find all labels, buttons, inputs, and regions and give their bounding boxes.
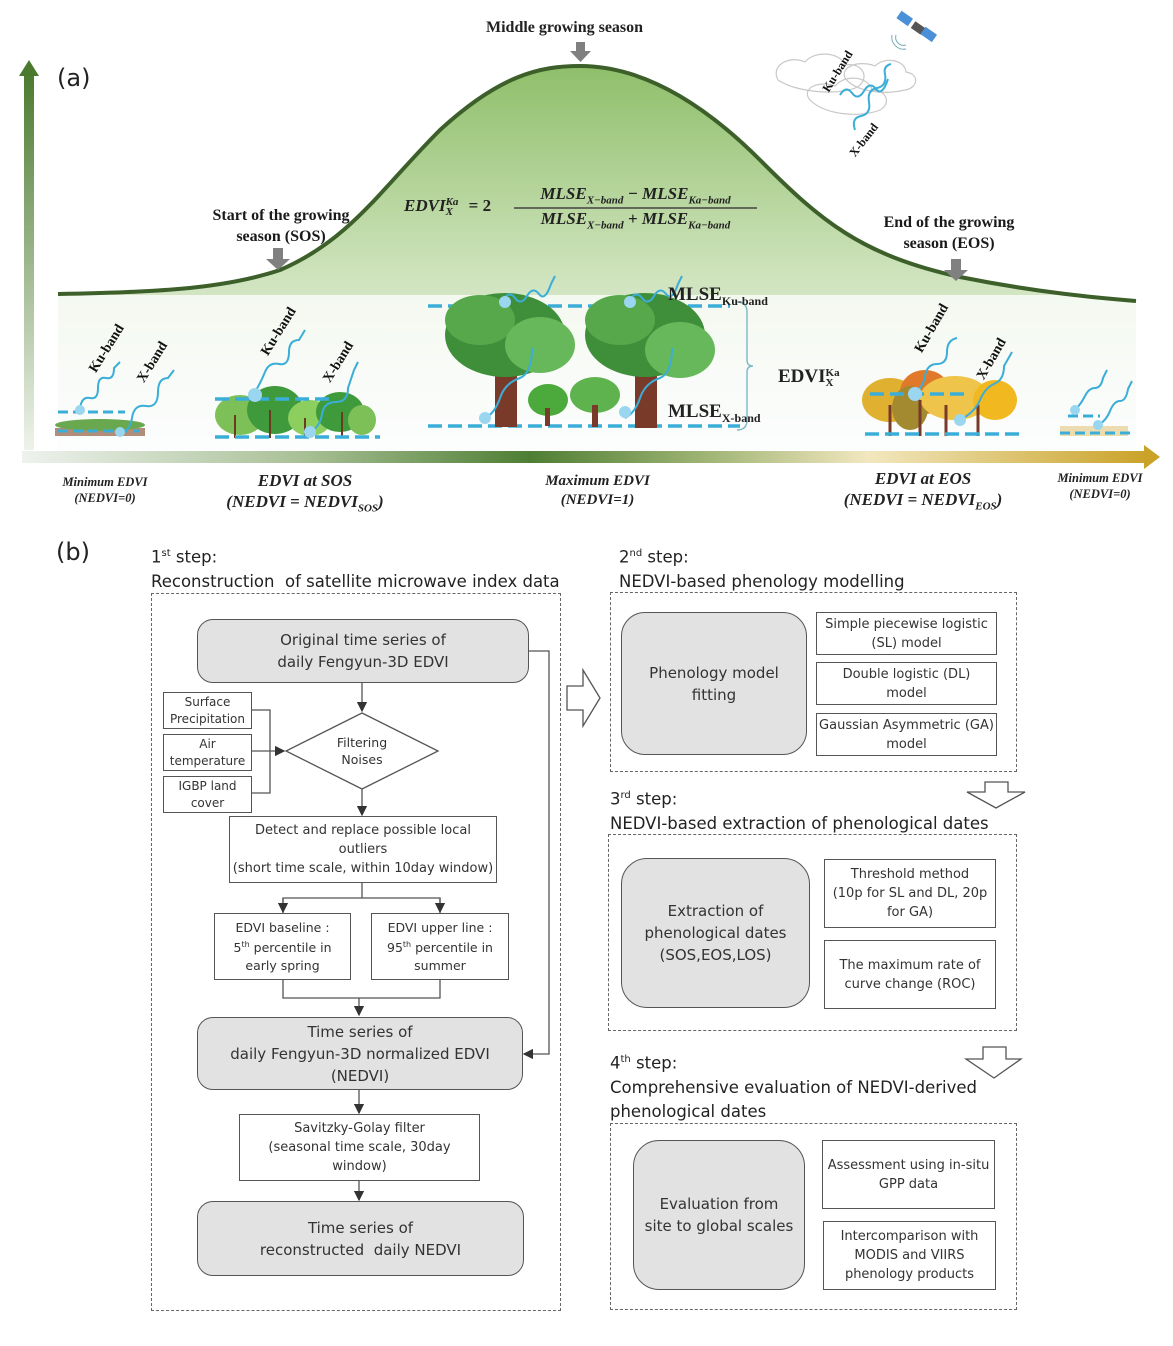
ku-wave-forest-2 — [629, 275, 683, 303]
step3-heading: 3rd step: NEDVI-based extraction of phen… — [610, 789, 989, 833]
growing-season-curve-graphic — [19, 10, 1160, 469]
stage-eos: EDVI at EOS (NEDVI = NEDVIEOS) — [843, 469, 1003, 513]
forest-graphic — [445, 293, 715, 428]
mlse-ku-label: MLSEKu-band — [668, 284, 768, 308]
sos-label: Start of the growing season (SOS) — [212, 207, 350, 245]
stage-min-right: Minimum EDVI (NEDVI=0) — [1057, 471, 1143, 501]
x-wave-forest-2 — [624, 347, 673, 419]
stage-min-left: Minimum EDVI (NEDVI=0) — [62, 475, 148, 505]
model-ga-box: Gaussian Asymmetric (GA)model — [816, 713, 997, 756]
x-wave-eos — [959, 351, 1013, 421]
eos-arrow — [944, 259, 968, 281]
step2-container — [610, 592, 1017, 772]
wave-min-right-1 — [1074, 369, 1108, 411]
stage-max: Maximum EDVI (NEDVI=1) — [545, 473, 650, 508]
eos-label: End of the growing season (EOS) — [883, 214, 1015, 252]
x-axis-arrow — [22, 451, 1150, 463]
step2-heading: 2nd step: NEDVI-based phenology modellin… — [619, 547, 905, 591]
x-wave-forest-1 — [484, 347, 533, 419]
block-arrow-down-1 — [966, 781, 1026, 809]
savitzky-golay-box: Savitzky-Golay filter(seasonal time scal… — [239, 1114, 480, 1181]
model-sl-box: Simple piecewise logistic(SL) model — [816, 612, 997, 655]
step4-container — [610, 1123, 1017, 1310]
panel-a-label: (a) — [57, 64, 91, 92]
edvi-upper-line-box: EDVI upper line : 95th percentile in sum… — [371, 913, 509, 980]
stage-sos: EDVI at SOS (NEDVI = NEDVISOS) — [226, 471, 384, 515]
step1-container — [151, 593, 561, 1311]
panel-a: (a) Middle growing season Start of the g… — [0, 0, 1173, 520]
outliers-box: Detect and replace possible local outlie… — [229, 816, 497, 883]
filtering-noises-label: Filtering Noises — [336, 735, 388, 767]
formula-denominator: MLSEX−band + MLSEKa−band — [540, 209, 731, 232]
model-dl-box: Double logistic (DL)model — [816, 662, 997, 705]
middle-season-label: Middle growing season — [486, 19, 644, 36]
edvi-bracket — [736, 301, 754, 431]
step3-container — [608, 834, 1017, 1031]
block-arrow-right — [566, 667, 601, 729]
x-wave-sos — [309, 361, 359, 433]
y-axis-arrow — [24, 72, 34, 450]
ku-wave-eos — [914, 337, 958, 393]
panel-b-label: (b) — [56, 538, 90, 566]
ku-wave-sos — [254, 329, 306, 393]
ku-wave-min-left — [79, 361, 121, 409]
grass-min-right-graphic — [1060, 414, 1130, 436]
mlse-x-label: MLSEX-band — [668, 401, 761, 425]
edvi-baseline-box: EDVI baseline : 5th percentile in early … — [214, 913, 351, 980]
x-wave-min-left — [119, 369, 175, 433]
eos-vegetation-graphic — [862, 370, 1020, 436]
satellite-icon — [891, 10, 938, 50]
formula-numerator: MLSEX−band − MLSEKa−band — [540, 184, 731, 207]
middle-arrow — [570, 42, 591, 62]
ku-wave-forest-1 — [502, 275, 556, 303]
ku-wave-sky — [839, 78, 889, 98]
x-wave-sky — [852, 63, 892, 131]
sos-arrow — [266, 248, 290, 270]
block-arrow-down-2 — [963, 1046, 1024, 1079]
wave-min-right-2 — [1097, 380, 1133, 426]
step4-heading: 4th step: Comprehensive evaluation of NE… — [610, 1053, 977, 1121]
step1-heading: 1st step: Reconstruction of satellite mi… — [151, 547, 560, 591]
